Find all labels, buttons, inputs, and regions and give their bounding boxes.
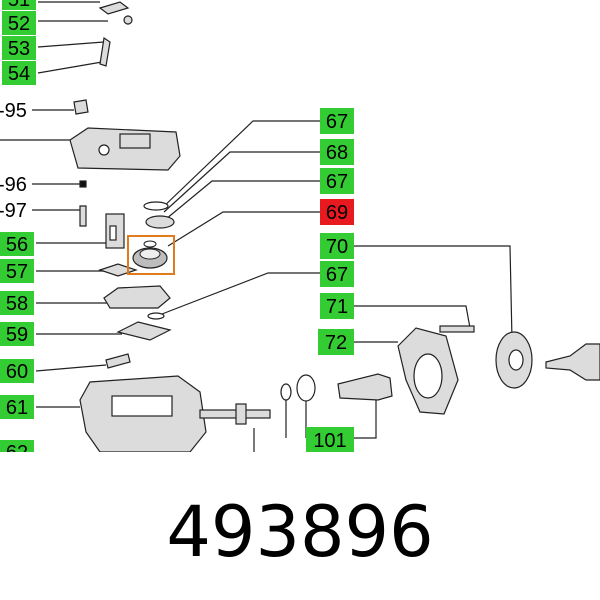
callout-101-label: 101 <box>313 430 346 452</box>
callout-67-top-label: 67 <box>326 111 348 133</box>
callout-67-middle[interactable]: 67 <box>320 168 354 194</box>
callout-52[interactable]: 52 <box>2 11 36 35</box>
exploded-parts-diagram: 51 52 53 54 -95 -96 -97 56 57 58 <box>0 0 600 460</box>
callout-57[interactable]: 57 <box>0 259 34 283</box>
callout-72[interactable]: 72 <box>318 329 354 355</box>
callout-51[interactable]: 51 <box>2 0 36 11</box>
part-number: 493896 <box>166 491 434 573</box>
callout-67-top[interactable]: 67 <box>320 108 354 134</box>
callout-72-label: 72 <box>325 332 347 354</box>
callout-53-label: 53 <box>8 38 30 60</box>
leader-lines <box>0 1 513 452</box>
callout-53[interactable]: 53 <box>2 36 36 60</box>
callout-51-label: 51 <box>8 0 30 11</box>
callout-96-label: -96 <box>0 174 27 196</box>
callout-62-label: 62 <box>6 442 28 460</box>
callout-67-middle-label: 67 <box>326 171 348 193</box>
callout-69-highlighted[interactable]: 69 <box>320 199 354 225</box>
callout-59-label: 59 <box>6 324 28 346</box>
callout-58-label: 58 <box>6 293 28 315</box>
callout-95-label: -95 <box>0 100 27 122</box>
callout-52-label: 52 <box>8 13 30 35</box>
callout-60-label: 60 <box>6 361 28 383</box>
callout-71-label: 71 <box>326 296 348 318</box>
callout-68-label: 68 <box>326 142 348 164</box>
callout-58[interactable]: 58 <box>0 291 34 315</box>
part-69-gear[interactable] <box>127 235 175 275</box>
callout-54-label: 54 <box>8 63 30 85</box>
part-illustrations <box>69 1 600 452</box>
callout-70-label: 70 <box>326 236 348 258</box>
callout-68[interactable]: 68 <box>320 139 354 165</box>
selection-outline <box>127 235 175 275</box>
callout-67-bottom-label: 67 <box>326 264 348 286</box>
callout-69-label: 69 <box>326 202 348 224</box>
callout-70[interactable]: 70 <box>320 233 354 259</box>
callout-101[interactable]: 101 <box>306 427 354 453</box>
callout-61-label: 61 <box>6 397 28 419</box>
callout-56-label: 56 <box>6 234 28 256</box>
callout-97-label: -97 <box>0 200 27 222</box>
callout-54[interactable]: 54 <box>2 61 36 85</box>
callout-59[interactable]: 59 <box>0 322 34 346</box>
callout-67-bottom[interactable]: 67 <box>320 261 354 287</box>
callout-71[interactable]: 71 <box>320 293 354 319</box>
callout-56[interactable]: 56 <box>0 232 34 256</box>
callout-57-label: 57 <box>6 261 28 283</box>
callout-62[interactable]: 62 <box>0 440 34 460</box>
callout-61[interactable]: 61 <box>0 395 34 419</box>
callout-60[interactable]: 60 <box>0 359 34 383</box>
